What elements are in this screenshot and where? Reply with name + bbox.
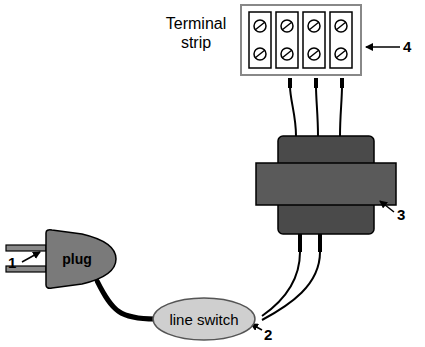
node-label: plug	[62, 251, 92, 267]
plug-node: plug	[44, 228, 118, 290]
power-cord	[97, 281, 155, 319]
switch-node: line switch	[152, 297, 256, 341]
part-label: Terminal strip	[160, 14, 232, 52]
transformer	[256, 136, 396, 234]
callout-number: 3	[397, 206, 405, 223]
secondary-wire	[290, 78, 342, 136]
plug-prong	[6, 245, 46, 251]
primary-wire	[262, 234, 320, 320]
node-label: line switch	[169, 311, 238, 328]
leader-line	[22, 47, 400, 330]
terminal-strip	[240, 4, 362, 76]
callout-number: 1	[8, 254, 16, 271]
callout-number: 2	[264, 326, 272, 343]
strip-node: Terminal strip	[240, 4, 362, 76]
callout-number: 4	[403, 38, 411, 55]
